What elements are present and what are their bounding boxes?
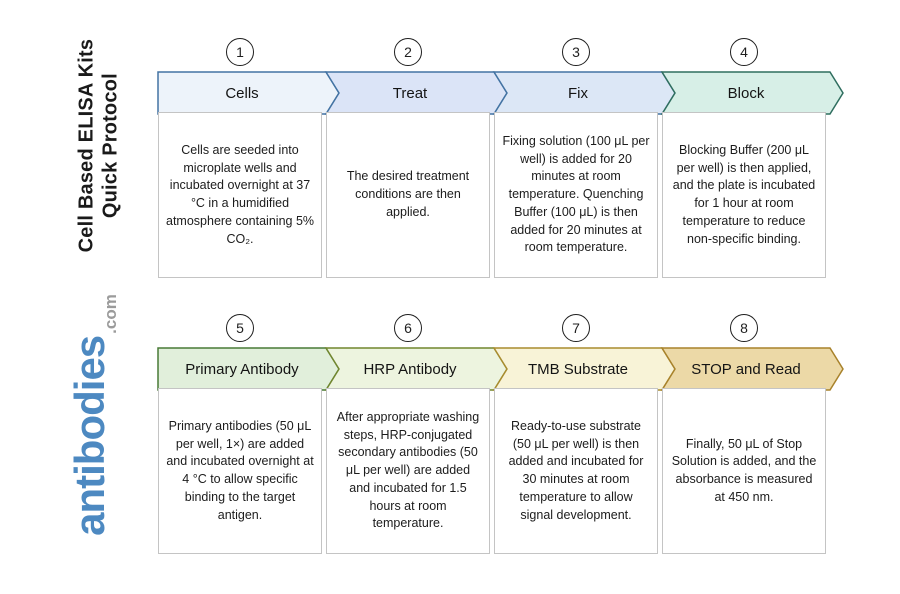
step-number-badge-6: 6 (394, 314, 422, 342)
step-number-8: 8 (740, 320, 748, 336)
step-number-4: 4 (740, 44, 748, 60)
step-description-4: Blocking Buffer (200 μL per well) is the… (672, 142, 816, 246)
step-number-badge-2: 2 (394, 38, 422, 66)
step-number-5: 5 (236, 320, 244, 336)
step-number-badge-3: 3 (562, 38, 590, 66)
step-number-badge-7: 7 (562, 314, 590, 342)
chevron-label-7: TMB Substrate (528, 361, 628, 378)
step-description-2: The desired treatment conditions are the… (346, 169, 470, 219)
step-description-3: Fixing solution (100 μL per well) is add… (502, 133, 650, 255)
step-description-box-3: Fixing solution (100 μL per well) is add… (494, 112, 658, 278)
step-description-box-6: After appropriate washing steps, HRP-con… (326, 388, 490, 554)
chevron-label-2: Treat (393, 85, 428, 102)
step-description-box-8: Finally, 50 μL of Stop Solution is added… (662, 388, 826, 554)
chevron-label-1: Cells (225, 85, 258, 102)
step-description-box-4: Blocking Buffer (200 μL per well) is the… (662, 112, 826, 278)
step-description-6: After appropriate washing steps, HRP-con… (336, 409, 480, 531)
chevron-label-3: Fix (568, 85, 588, 102)
step-number-7: 7 (572, 320, 580, 336)
brand-logo: antibodies.com (66, 256, 120, 576)
step-description-7: Ready-to-use substrate (50 μL per well) … (508, 418, 644, 522)
chevron-label-4: Block (728, 85, 765, 102)
step-number-6: 6 (404, 320, 412, 336)
protocol-row2-chevrons: Primary Antibody HRP Antibody TMB Substr… (157, 347, 844, 391)
protocol-row1-chevrons: Cells Treat Fix Block (157, 71, 844, 115)
step-number-badge-4: 4 (730, 38, 758, 66)
chevron-label-6: HRP Antibody (363, 361, 457, 378)
step-number-badge-1: 1 (226, 38, 254, 66)
chevron-label-8: STOP and Read (691, 361, 801, 378)
brand-logo-suffix: .com (101, 294, 120, 334)
page-title-line2: Quick Protocol (99, 73, 121, 219)
chevron-label-5: Primary Antibody (185, 361, 299, 378)
step-number-3: 3 (572, 44, 580, 60)
page-title-line1: Cell Based ELISA Kits (75, 38, 98, 253)
step-number-badge-8: 8 (730, 314, 758, 342)
page-title: Cell Based ELISA Kits Quick Protocol (75, 16, 122, 276)
chevron-step-4 (660, 71, 844, 115)
step-description-box-5: Primary antibodies (50 μL per well, 1×) … (158, 388, 322, 554)
step-description-box-7: Ready-to-use substrate (50 μL per well) … (494, 388, 658, 554)
brand-logo-text: antibodies (66, 335, 113, 536)
step-description-1: Cells are seeded into microplate wells a… (166, 142, 315, 246)
step-description-8: Finally, 50 μL of Stop Solution is added… (671, 436, 817, 504)
step-number-badge-5: 5 (226, 314, 254, 342)
step-description-box-1: Cells are seeded into microplate wells a… (158, 112, 322, 278)
step-number-1: 1 (236, 44, 244, 60)
step-description-5: Primary antibodies (50 μL per well, 1×) … (166, 418, 314, 522)
step-number-2: 2 (404, 44, 412, 60)
step-description-box-2: The desired treatment conditions are the… (326, 112, 490, 278)
chevron-step-8 (660, 347, 844, 391)
